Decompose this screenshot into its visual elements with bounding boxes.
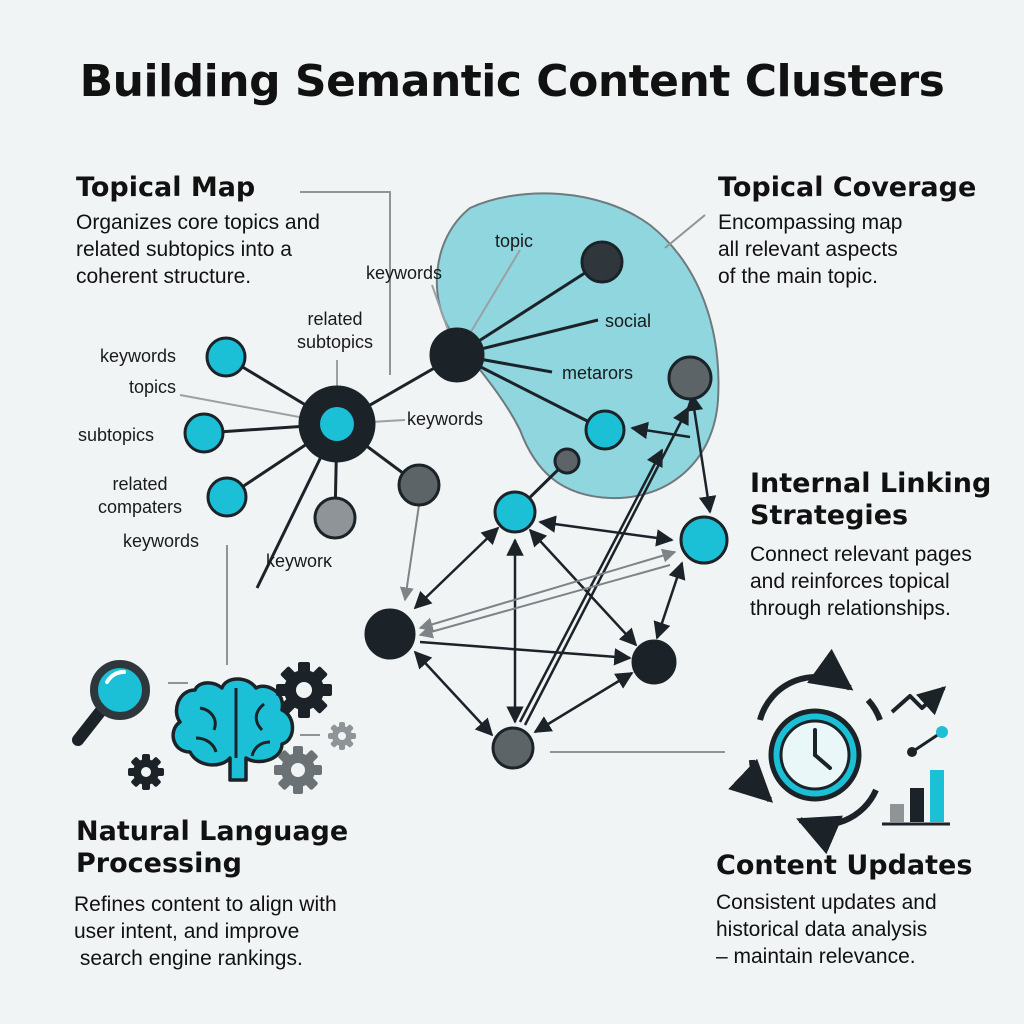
graph-nodes [183,240,729,770]
label-keywords-top: keywords [366,263,443,283]
node-small [553,447,581,475]
brain-icon [171,677,295,782]
node-keywords [205,336,247,378]
node-top [580,240,624,284]
leader-lines [168,191,725,753]
magnifier-icon [72,660,150,746]
node-related [206,476,248,518]
label-topics: topics [128,377,176,397]
label-subtopics: subtopics [77,425,154,445]
label-keywords-center: keywords [407,409,484,429]
node-dark-a [364,608,416,660]
label-related-subtopics: related subtopics [296,309,374,352]
node-gray-c [491,726,535,770]
content-updates-heading: Content Updates [716,850,973,881]
gear-icon [274,746,322,794]
gear-icon [128,754,164,790]
content-updates-description: Consistent updates and historical data a… [716,891,937,968]
topical-coverage-description: Encompassing map all relevant aspects of… [718,211,903,288]
nlp-description: Refines content to align with user inten… [74,893,337,970]
label-keywork: keyworĸ [266,551,333,571]
trend-chart-icon [882,686,950,826]
label-related-compaters: related compaters [97,474,183,517]
page-title: Building Semantic Content Clusters [79,56,945,107]
node-teal-b [493,490,537,534]
label-keywords-left: keywords [99,346,176,366]
internal-linking-description: Connect relevant pages and reinforces to… [750,543,972,620]
topical-coverage-heading: Topical Coverage [718,172,977,203]
node-keywork [313,496,357,540]
node-gray-b [667,355,713,401]
node-teal-c [679,515,729,565]
label-keywords-bottom: keywords [122,531,200,551]
node-subtopics [183,412,225,454]
node-hub-b [429,327,485,383]
internal-linking-heading: Internal Linking Strategies [750,468,992,532]
topical-map-heading: Topical Map [76,172,256,203]
gear-icon [328,722,356,750]
clock-refresh-icon [728,648,883,855]
node-teal-a [584,409,626,451]
topical-map-description: Organizes core topics and related subtop… [76,211,320,288]
nlp-heading: Natural Language Processing [76,816,349,880]
label-topic: topic [495,231,534,251]
label-metarors: metarors [562,363,634,383]
label-social: social [605,311,652,331]
gear-icon [276,662,332,718]
node-dark-b [631,639,677,685]
node-gray-a [397,463,441,507]
